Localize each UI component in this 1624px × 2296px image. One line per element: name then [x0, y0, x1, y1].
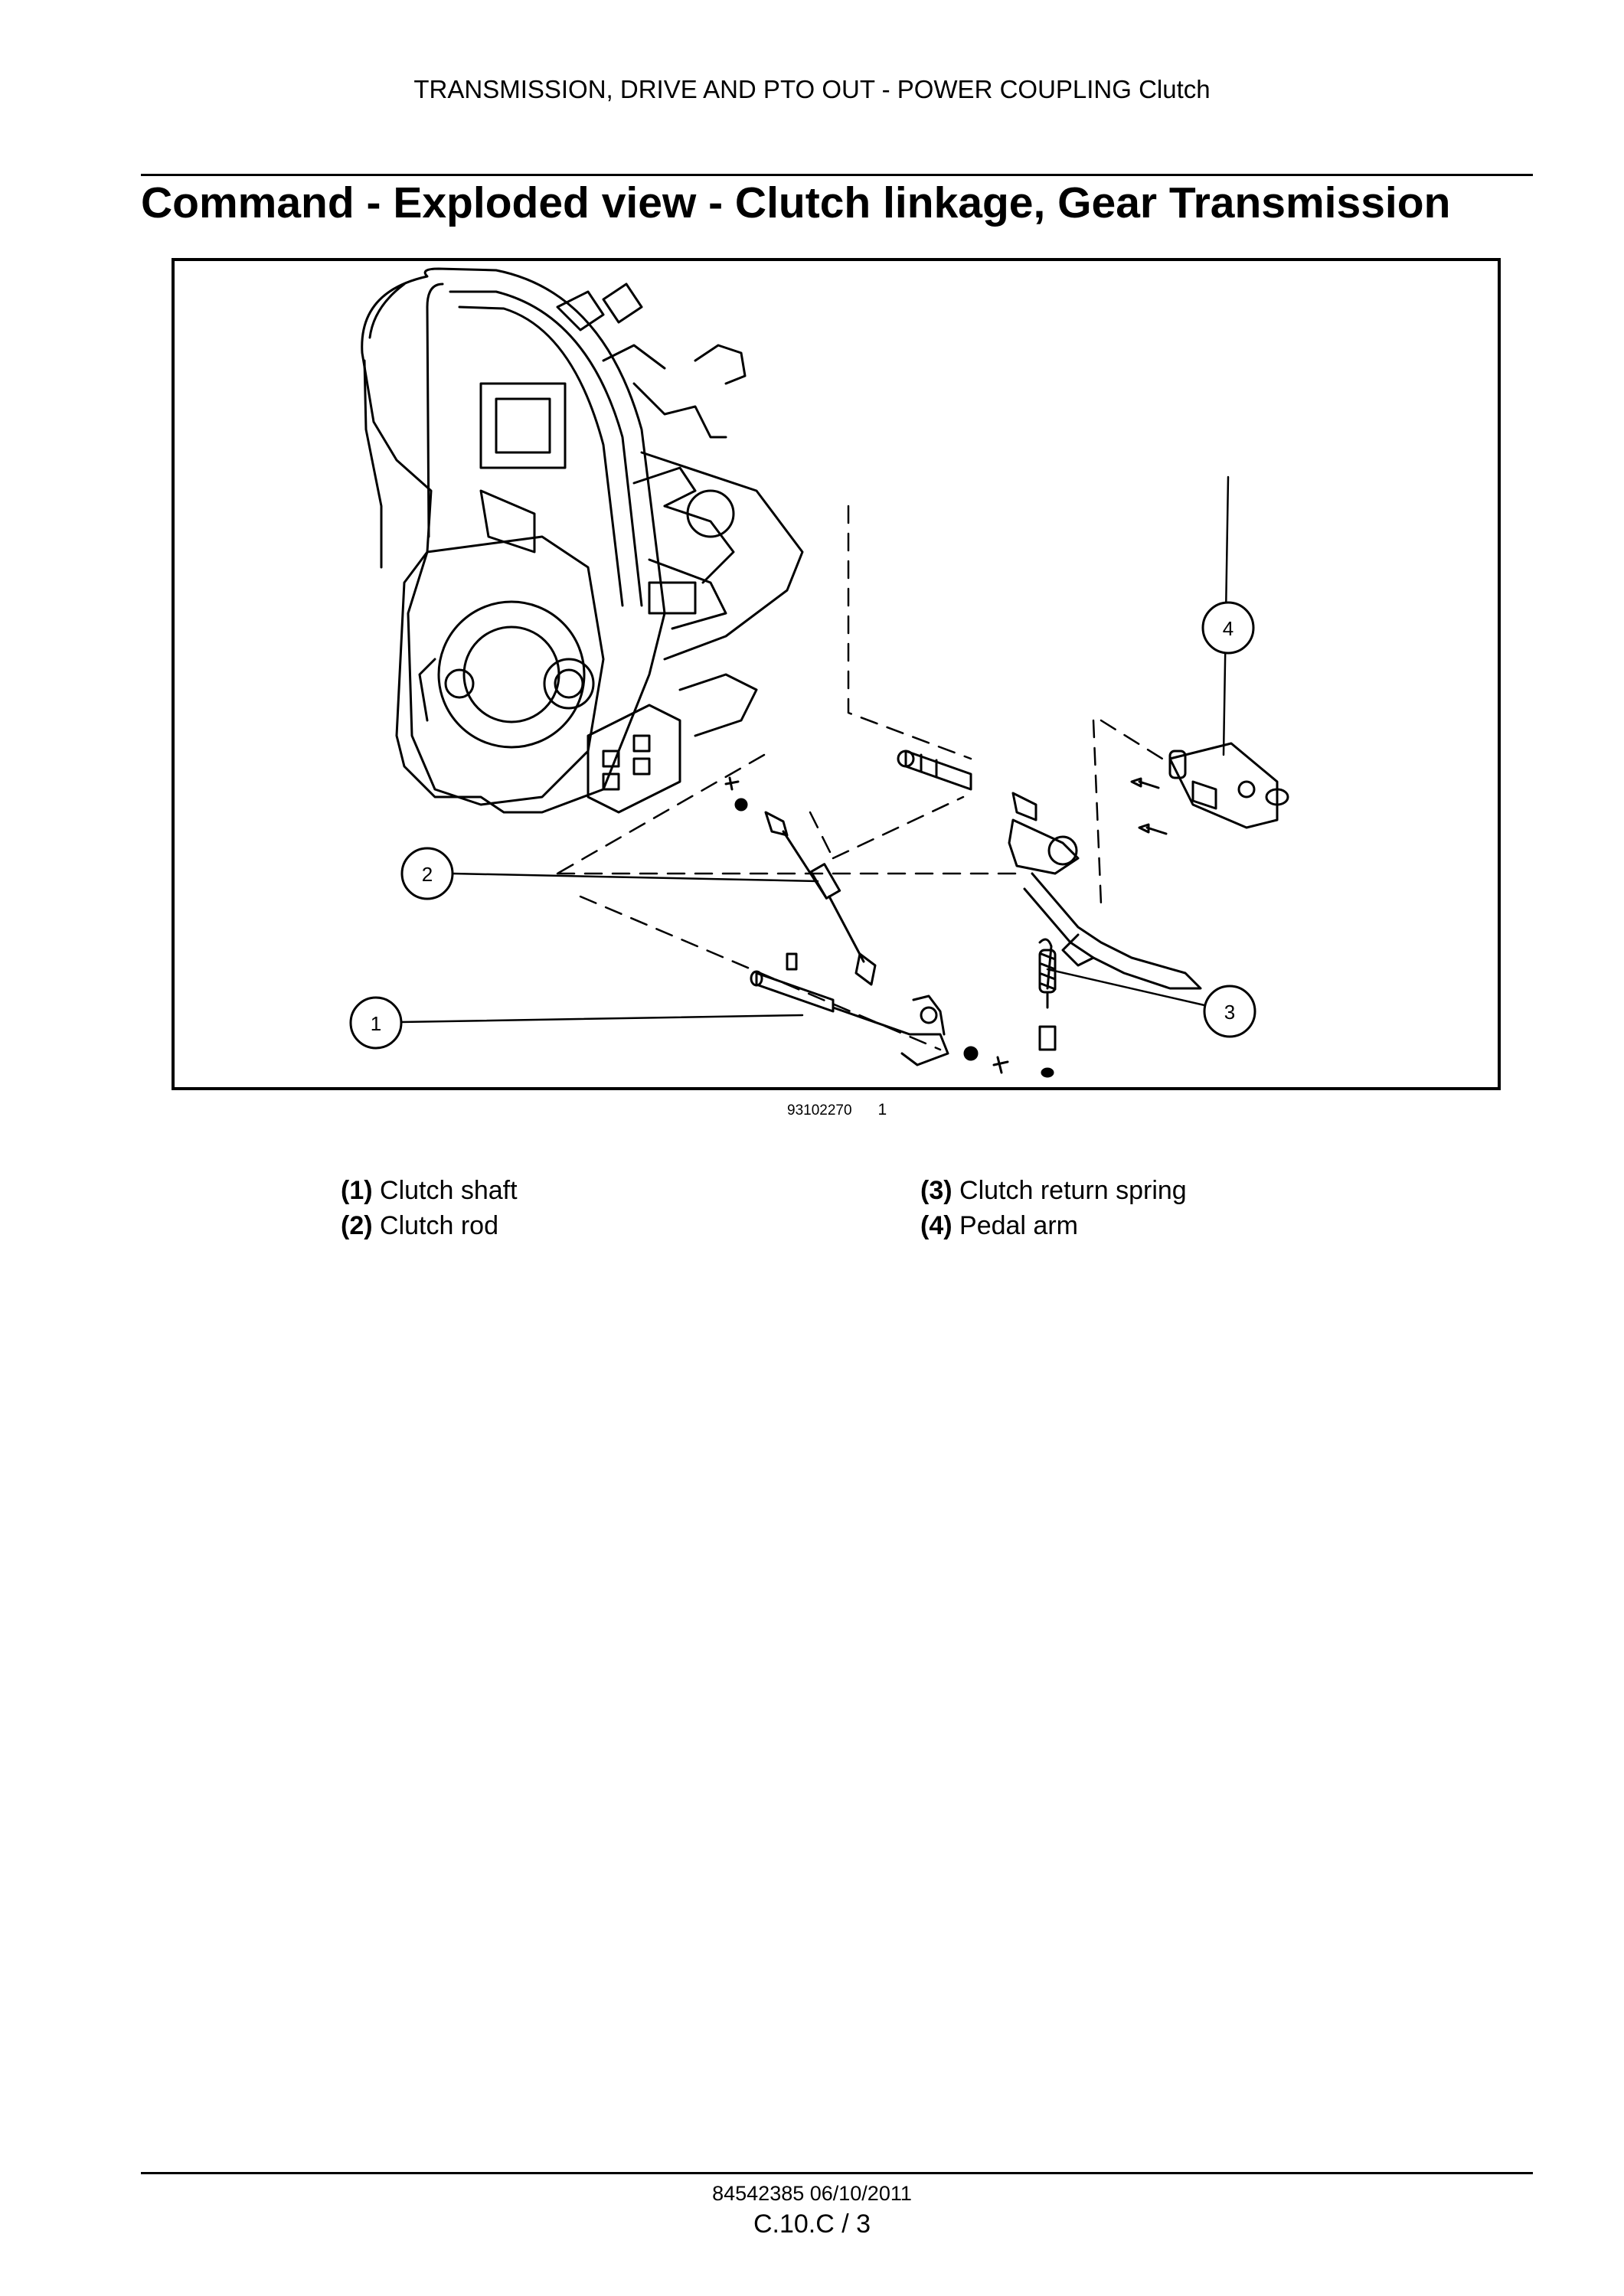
- legend-item-label: Clutch return spring: [959, 1176, 1187, 1205]
- figure-image-id: 93102270: [787, 1102, 852, 1119]
- callout-3-label: 3: [1224, 1001, 1235, 1024]
- footer-document-id: 84542385 06/10/2011: [712, 2182, 912, 2205]
- figure-caption: 93102270 1: [787, 1101, 887, 1119]
- running-header: TRANSMISSION, DRIVE AND PTO OUT - POWER …: [413, 75, 1211, 103]
- header-rule: [141, 174, 1533, 176]
- legend-item: (1) Clutch shaft: [341, 1173, 518, 1208]
- legend-item-number: (3): [920, 1176, 953, 1205]
- footer-page-reference: C.10.C / 3: [753, 2209, 871, 2239]
- legend-item: (2) Clutch rod: [341, 1208, 518, 1243]
- clutch-shaft-drawing: [724, 776, 1009, 1074]
- exploded-view-drawing: 1 2 3 4: [349, 267, 1289, 1078]
- clutch-rod-drawing: [734, 798, 877, 986]
- callout-4: 4: [1201, 601, 1255, 655]
- pedal-shaft-drawing: [897, 750, 972, 791]
- callout-1-label: 1: [371, 1012, 381, 1035]
- callout-2: 2: [400, 847, 454, 900]
- callout-leader-lines: [399, 475, 1230, 1024]
- legend-item-label: Pedal arm: [959, 1211, 1078, 1240]
- footer-rule: [141, 2172, 1533, 2174]
- pedal-lever-drawing: [1008, 792, 1202, 990]
- legend-column-1: (1) Clutch shaft (2) Clutch rod: [341, 1173, 518, 1243]
- callout-4-label: 4: [1223, 617, 1234, 640]
- legend-item-label: Clutch shaft: [380, 1176, 518, 1205]
- legend-item-label: Clutch rod: [380, 1211, 498, 1240]
- callout-3: 3: [1203, 985, 1256, 1038]
- legend-item-number: (1): [341, 1176, 373, 1205]
- return-spring-drawing: [1038, 938, 1057, 1078]
- transmission-housing-drawing: [361, 267, 804, 814]
- legend-item: (3) Clutch return spring: [920, 1173, 1187, 1208]
- exploded-view-figure: 1 2 3 4: [172, 258, 1501, 1090]
- callout-2-label: 2: [422, 863, 433, 886]
- section-title: Command - Exploded view - Clutch linkage…: [141, 178, 1451, 227]
- legend-column-2: (3) Clutch return spring (4) Pedal arm: [920, 1173, 1187, 1243]
- pedal-bracket-drawing: [1130, 742, 1289, 835]
- figure-number: 1: [877, 1101, 887, 1119]
- legend-item-number: (2): [341, 1211, 373, 1240]
- callout-1: 1: [349, 996, 403, 1050]
- legend-item: (4) Pedal arm: [920, 1208, 1187, 1243]
- legend-item-number: (4): [920, 1211, 953, 1240]
